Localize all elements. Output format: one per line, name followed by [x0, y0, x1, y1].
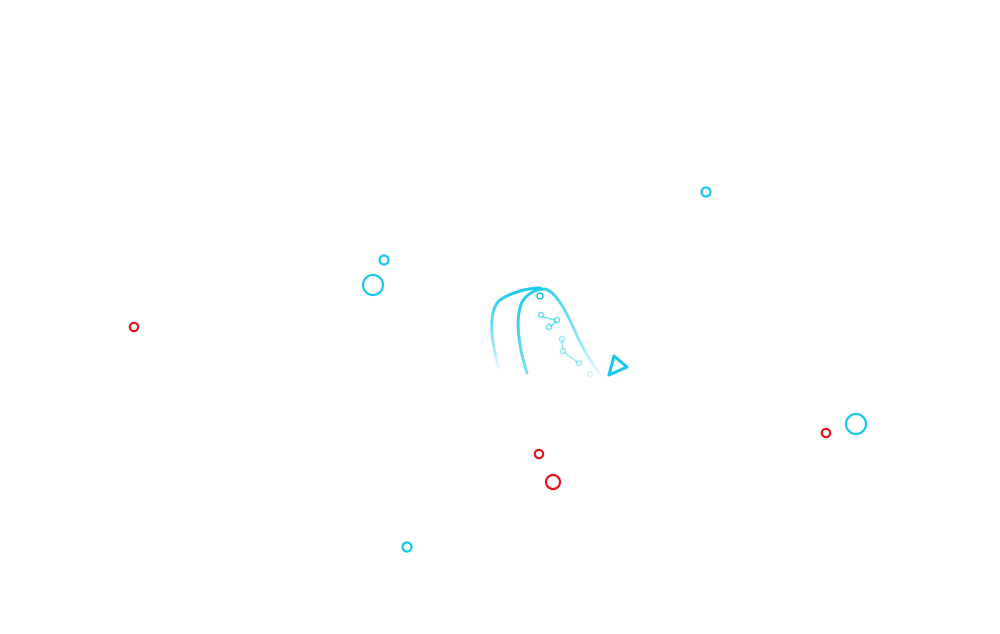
particle-p9	[844, 412, 868, 436]
play-triangle-icon	[607, 354, 629, 377]
particle-p6	[544, 473, 562, 491]
particle-p5	[533, 448, 545, 460]
particle-p4	[128, 321, 140, 333]
particle-p8	[820, 427, 832, 439]
particle-p2	[378, 254, 390, 266]
particle-p1	[700, 186, 712, 198]
particle-p3	[361, 273, 385, 297]
particle-group	[128, 186, 868, 553]
particle-p7	[401, 541, 413, 553]
pouch-sensor-icon	[490, 286, 606, 380]
